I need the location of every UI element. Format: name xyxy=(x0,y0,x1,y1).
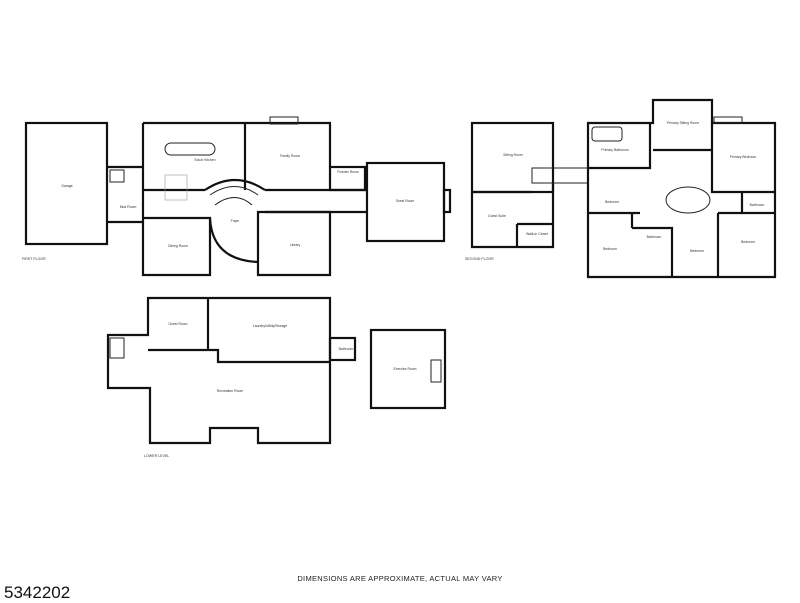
room-label: Primary Bathroom xyxy=(601,148,628,152)
foyer-walls xyxy=(204,179,266,264)
kitchen-island xyxy=(164,142,216,156)
lower-interior-walls xyxy=(148,298,330,364)
guest-suite-walls xyxy=(470,183,555,249)
room-label: Exercise Room xyxy=(394,367,417,371)
room-label: Sitting Room xyxy=(503,153,523,157)
bathtub xyxy=(591,126,623,142)
room-label: Bedroom xyxy=(741,240,755,244)
lower-outline xyxy=(106,296,332,445)
mud-room-walls xyxy=(107,165,143,224)
room-label: Bedroom xyxy=(603,247,617,251)
lower-bathroom-walls xyxy=(328,336,357,362)
room-label: Foyer xyxy=(231,219,241,223)
kitchen-walls xyxy=(143,123,247,192)
sauna xyxy=(430,359,442,383)
curved-stair xyxy=(665,186,711,214)
library-walls xyxy=(256,210,332,277)
room-label: Primary Sitting Room xyxy=(667,121,699,125)
room-label: Walk-in Closet xyxy=(526,232,548,236)
room-label: Bathroom xyxy=(339,347,354,351)
floor-label: LOWER LEVEL xyxy=(144,454,169,458)
room-label: Family Room xyxy=(280,154,300,158)
room-label: Bedroom xyxy=(690,249,704,253)
room-label: Guest Room xyxy=(168,322,187,326)
lower-level-plan: Guest Room Laundry/Utility/Storage Recre… xyxy=(106,296,447,458)
second-floor-plan: Sitting Room Guest Suite Walk-in Closet … xyxy=(465,98,777,279)
room-label: Powder Room xyxy=(337,170,359,174)
sitting-room-walls xyxy=(470,121,555,194)
first-floor-plan: Garage Mud Room Eat-in Kitchen Family Ro… xyxy=(22,116,452,277)
main-walls xyxy=(141,121,332,277)
room-label: Bathroom xyxy=(647,235,662,239)
room-label: Mud Room xyxy=(120,205,137,209)
room-label: Eat-in Kitchen xyxy=(194,158,215,162)
floor-label: FIRST FLOOR xyxy=(22,257,46,261)
room-label: Bathroom xyxy=(750,203,765,207)
room-label: Library xyxy=(290,243,301,247)
garage-walls xyxy=(24,121,109,246)
floor-label: SECOND FLOOR xyxy=(465,257,494,261)
room-label: Bedroom xyxy=(605,200,619,204)
exercise-room-walls xyxy=(369,328,447,410)
curved-stair xyxy=(209,186,259,206)
great-room-fireplace xyxy=(442,188,452,214)
disclaimer: DIMENSIONS ARE APPROXIMATE, ACTUAL MAY V… xyxy=(297,574,503,583)
fireplace xyxy=(269,116,299,125)
stair-hall xyxy=(531,167,589,184)
room-label: Recreation Room xyxy=(217,389,244,393)
fireplace xyxy=(713,116,743,124)
room-label: Laundry/Utility/Storage xyxy=(253,324,287,328)
room-label: Guest Suite xyxy=(488,214,506,218)
stairs xyxy=(109,337,125,359)
room-label: Primary Bedroom xyxy=(730,155,757,159)
closets xyxy=(164,174,188,201)
powder-room-walls xyxy=(328,165,367,192)
room-label: Great Room xyxy=(396,199,415,203)
hallway-walls xyxy=(265,188,367,214)
listing-id: 5342202 xyxy=(4,583,71,602)
upper-interior-walls xyxy=(588,123,775,277)
room-label: Dining Room xyxy=(168,244,188,248)
stairs xyxy=(109,169,125,183)
room-label: Garage xyxy=(61,184,72,188)
